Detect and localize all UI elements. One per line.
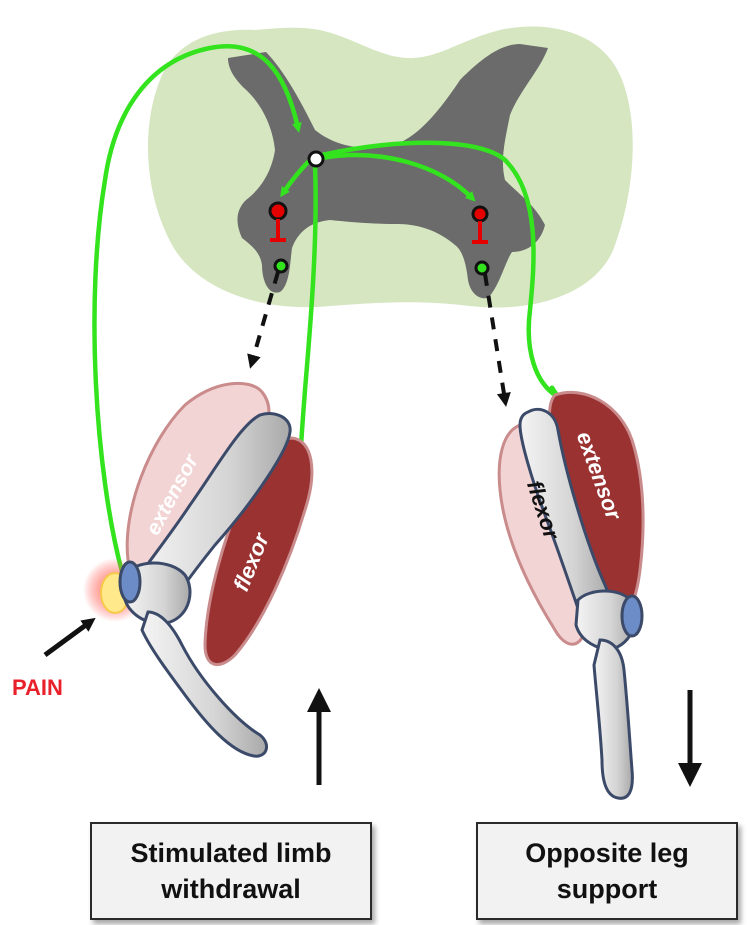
pain-label: PAIN <box>12 675 63 700</box>
right-leg <box>499 392 643 798</box>
direction-arrows <box>307 688 702 787</box>
support-caption-line2: support <box>525 871 689 907</box>
downward-arrow-head <box>678 763 702 787</box>
upward-arrow-head <box>307 688 331 712</box>
interneuron <box>309 152 323 166</box>
spinal-cord <box>148 26 633 307</box>
right-tibia <box>594 640 632 798</box>
left-leg <box>83 383 312 756</box>
support-caption-line1: Opposite leg <box>525 835 689 871</box>
pain-arrow <box>45 622 90 655</box>
right-motor-neuron <box>476 262 488 274</box>
left-inhibitory-neuron <box>270 203 286 219</box>
withdrawal-caption-box: Stimulated limb withdrawal <box>90 822 372 920</box>
right-inhibitory-neuron <box>473 207 487 221</box>
support-caption-box: Opposite leg support <box>476 822 738 920</box>
withdrawal-caption-line2: withdrawal <box>130 871 331 907</box>
left-motor-neuron <box>275 260 287 272</box>
withdrawal-caption-line1: Stimulated limb <box>130 835 331 871</box>
right-knee-joint <box>622 596 642 636</box>
left-knee-joint <box>120 562 140 602</box>
